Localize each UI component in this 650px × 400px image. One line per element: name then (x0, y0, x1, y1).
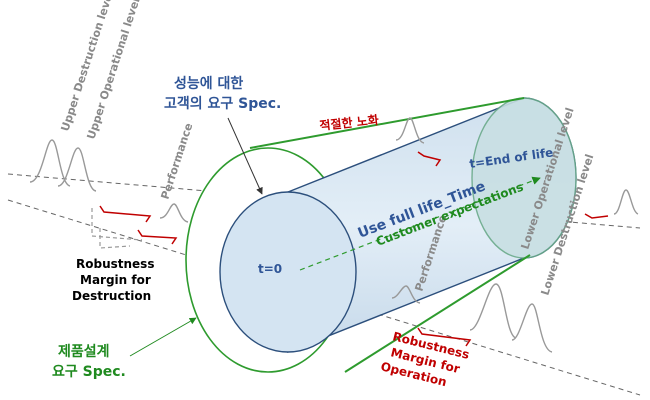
lower-dashed-axis (7, 199, 641, 396)
performance-curve-mid (391, 285, 421, 304)
red-brackets (99, 151, 609, 347)
customer-spec-line1: 성능에 대한 (174, 76, 243, 92)
distribution-curves (29, 117, 639, 353)
degradation-bracket (417, 151, 442, 167)
t0-ellipse (219, 191, 357, 353)
robustness-destruction-line2: Margin for (80, 273, 151, 287)
performance-curve-left (159, 203, 189, 223)
performance-left-label: Performance (158, 121, 195, 201)
cone-line-bottom (344, 254, 531, 373)
robustness-destruction-line1: Robustness (76, 257, 154, 271)
gray-dashed-brackets (91, 208, 143, 249)
product-design-line1: 제품설계 (58, 344, 110, 360)
performance-curve-top (395, 117, 425, 144)
customer-spec-arrow (227, 117, 263, 195)
degradation-label: 적절한 노화 (319, 112, 380, 133)
product-design-arrow (129, 317, 197, 357)
life-time-arrow (299, 176, 541, 271)
t-zero-label: t=0 (258, 262, 282, 276)
robustness-destruction-line3: Destruction (72, 289, 151, 303)
operation-margin-bracket (417, 327, 472, 347)
customer-spec-line2: 고객의 요구 Spec. (164, 95, 281, 112)
lower-operational-curve (469, 283, 517, 339)
upper-destruction-curve (29, 139, 71, 187)
lower-destruction-curve (511, 303, 553, 353)
upper-right-curve (613, 189, 639, 215)
cone-line-top (249, 97, 525, 149)
destruction-margin-bracket (99, 205, 152, 223)
product-design-line2: 요구 Spec. (52, 364, 126, 380)
